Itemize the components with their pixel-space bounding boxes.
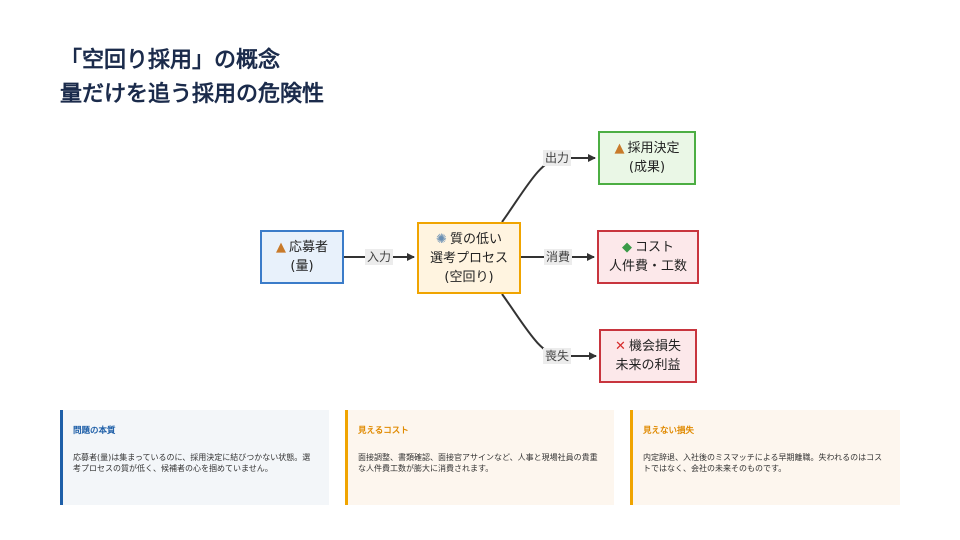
card-invisible-loss: 見えない損失 内定辞退、入社後のミスマッチによる早期離職。失われるのはコストでは… — [630, 410, 900, 505]
node-cost-label: コスト — [634, 240, 674, 255]
card-title: 問題の本質 — [73, 426, 116, 436]
node-loss-label: 機会損失 — [628, 339, 681, 354]
card-body: 内定辞退、入社後のミスマッチによる早期離職。失われるのはコストではなく、会社の未… — [643, 453, 883, 473]
edge-label-input: 入力 — [365, 249, 394, 265]
node-applicants-label: 応募者 — [288, 240, 328, 255]
card-core-problem: 問題の本質 応募者(量)は集まっているのに、採用決定に結びつかない状態。選考プロ… — [60, 410, 329, 505]
card-title: 見えるコスト — [358, 426, 409, 436]
node-cost: ◆コスト 人件費・工数 — [597, 230, 699, 284]
edge-label-consume: 消費 — [544, 249, 573, 265]
title-line-2: 量だけを追う採用の危険性 — [60, 82, 325, 107]
node-process: ✺質の低い 選考プロセス (空回り) — [417, 222, 521, 294]
gear-icon: ✺ — [436, 231, 447, 247]
outbox-tray-icon: ▲ — [614, 141, 625, 156]
node-loss-sub: 未来の利益 — [615, 358, 681, 373]
title-line-1: 「空回り採用」の概念 — [60, 48, 281, 73]
inbox-tray-icon: ▲ — [275, 240, 286, 255]
node-applicants-sub: (量) — [290, 259, 314, 274]
node-hiring-decision: ▲採用決定 (成果) — [598, 131, 696, 185]
edge-label-output: 出力 — [543, 150, 572, 166]
node-process-label: 質の低い — [449, 231, 502, 247]
node-opportunity-loss: ✕機会損失 未来の利益 — [599, 329, 697, 383]
node-process-line2: 選考プロセス — [429, 250, 508, 266]
node-hiring-sub: (成果) — [628, 160, 666, 175]
card-title: 見えない損失 — [643, 426, 695, 436]
edge-process-success — [501, 154, 596, 223]
edge-process-loss — [501, 293, 597, 360]
edge-label-loss: 喪失 — [543, 348, 572, 364]
node-applicants: ▲応募者 (量) — [260, 230, 344, 284]
card-body: 応募者(量)は集まっているのに、採用決定に結びつかない状態。選考プロセスの質が低… — [73, 453, 311, 473]
node-process-line3: (空回り) — [444, 269, 494, 285]
node-cost-sub: 人件費・工数 — [608, 259, 687, 274]
card-visible-cost: 見えるコスト 面接調整、書類確認、面接官アサインなど、人事と現場社員の貴重な人件… — [345, 410, 614, 505]
cross-mark-icon: ✕ — [615, 339, 626, 354]
page-title: 「空回り採用」の概念 量だけを追う採用の危険性 — [60, 44, 324, 112]
card-body: 面接調整、書類確認、面接官アサインなど、人事と現場社員の貴重な人件費工数が膨大に… — [358, 453, 598, 473]
node-hiring-label: 採用決定 — [627, 141, 680, 156]
money-wings-icon: ◆ — [621, 240, 632, 255]
